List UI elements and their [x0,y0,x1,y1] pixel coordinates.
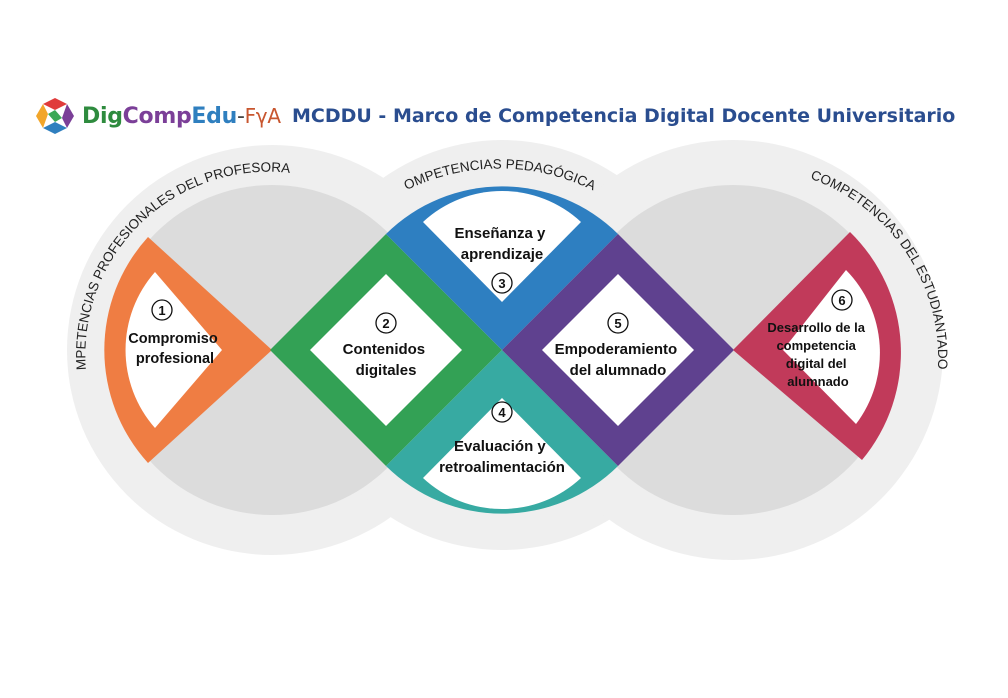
area-3-label: Enseñanza y aprendizaje [454,225,549,263]
brand-fya: FγA [244,103,281,128]
area-1-inner [125,272,222,428]
badge-6-num: 6 [838,293,845,308]
area-6-label: Desarrollo de la competencia digital del… [767,320,868,389]
digcompedu-logo-icon [36,98,74,134]
header: DigCompEdu-FγA [34,96,281,136]
area-2-label: Contenidos digitales [343,341,430,379]
area-6-desarrollo-competencia-digital[interactable] [733,232,901,460]
badge-4-num: 4 [498,405,506,420]
brand-edu: Edu [191,103,237,129]
badge-3-num: 3 [498,276,505,291]
area-3-inner [423,190,581,302]
area-5-inner [542,274,694,426]
area-1-compromiso-profesional[interactable] [104,237,273,463]
area-1-label: Compromiso profesional [128,331,221,367]
brand-name: DigCompEdu-FγA [82,104,281,129]
area-5-empoderamiento-alumnado[interactable] [502,234,734,466]
area-5-label: Empoderamiento del alumnado [555,341,682,379]
area-6-inner [783,270,880,424]
brand-comp: Comp [122,103,192,129]
page-title: MCDDU - Marco de Competencia Digital Doc… [292,105,956,127]
badge-3: 3 [491,272,513,294]
badge-1: 1 [151,299,173,321]
area-3-ensenanza-aprendizaje[interactable] [386,186,618,350]
area-badges: 1 2 3 4 5 6 [151,272,853,423]
area-2-inner [310,274,462,426]
area-4-evaluacion-retroalimentacion[interactable] [386,350,618,514]
badge-5-num: 5 [614,316,621,331]
badge-6: 6 [831,289,853,311]
badge-1-num: 1 [158,303,165,318]
brand-separator: - [236,103,245,129]
area-4-inner [423,398,581,510]
badge-5: 5 [607,312,629,334]
brand-dig: Dig [82,103,123,129]
badge-4: 4 [491,401,513,423]
badge-2: 2 [375,312,397,334]
area-4-label: Evaluación y retroalimentación [439,438,565,476]
badge-2-num: 2 [382,316,389,331]
area-labels: Compromiso profesional Contenidos digita… [128,225,868,476]
